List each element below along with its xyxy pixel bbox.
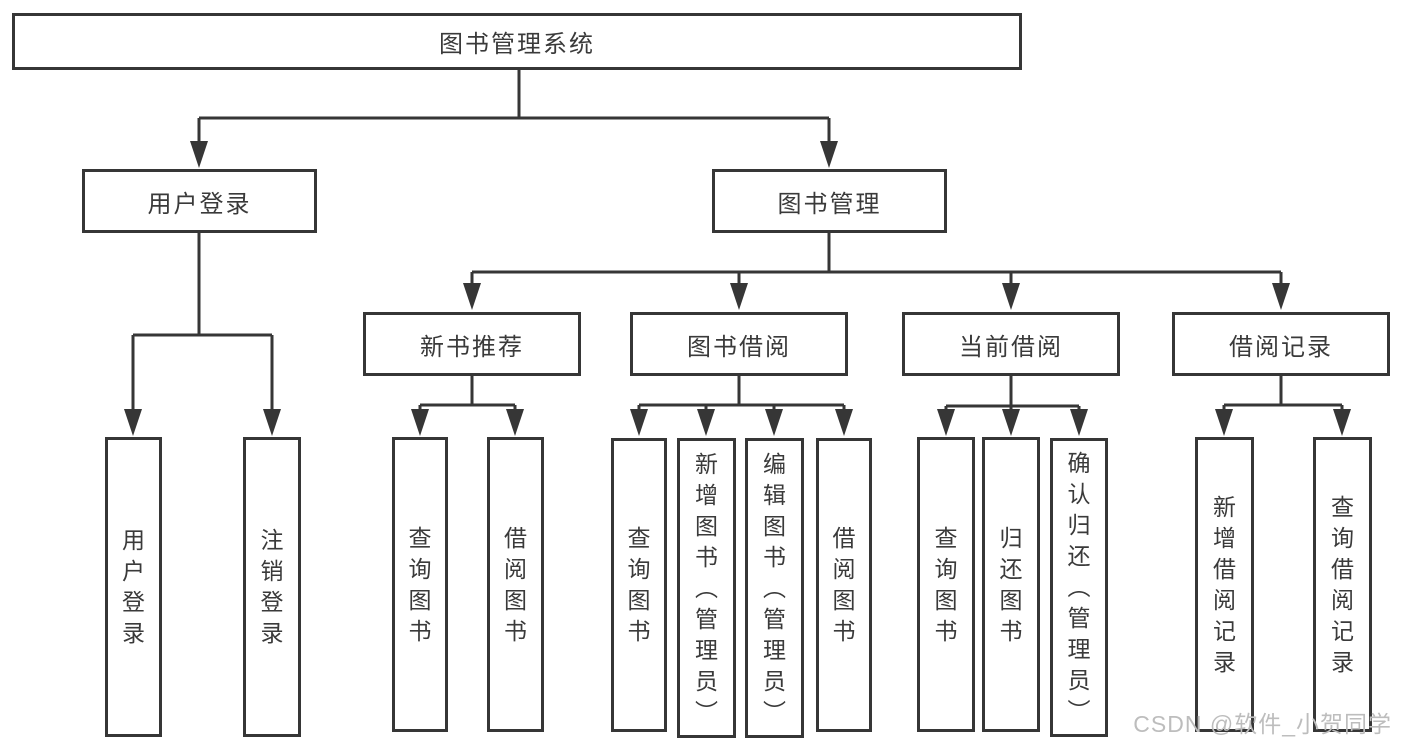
arrowhead — [730, 283, 748, 310]
connector-borrowing-to-leaves — [630, 376, 853, 436]
arrowhead — [263, 409, 281, 436]
leaf-add-book-admin: 新增图书︵管理员︶ — [677, 438, 736, 738]
leaf-query-books-1: 查询图书 — [392, 437, 448, 732]
node-label: 图书管理 — [777, 190, 882, 218]
node-label: 编辑图书︵管理员︶ — [763, 450, 786, 725]
arrowhead — [697, 409, 715, 436]
arrowhead — [630, 409, 648, 436]
arrowhead — [411, 409, 429, 436]
connector-root-to-level2 — [190, 70, 838, 168]
node-borrow-records: 借阅记录 — [1172, 312, 1390, 376]
arrowhead — [506, 409, 524, 436]
connector-records-to-leaves — [1215, 376, 1351, 436]
csdn-watermark: CSDN @软件_小贺同学 — [1133, 711, 1392, 737]
node-label: 用户登录 — [122, 527, 145, 646]
arrowhead — [765, 409, 783, 436]
leaf-query-books-2: 查询图书 — [611, 438, 667, 732]
arrowhead — [820, 141, 838, 168]
node-label: 注销登录 — [260, 527, 284, 646]
arrowhead — [1272, 283, 1290, 310]
arrowhead — [124, 409, 142, 436]
arrowhead — [463, 283, 481, 310]
arrowhead — [835, 409, 853, 436]
connector-mgmt-to-sections — [463, 233, 1290, 310]
leaf-return-book: 归还图书 — [982, 437, 1040, 732]
leaf-user-login: 用户登录 — [105, 437, 162, 737]
node-label: 当前借阅 — [959, 333, 1063, 361]
leaf-query-books-3: 查询图书 — [917, 437, 975, 732]
node-label: 借阅图书 — [832, 525, 856, 644]
node-label: 新书推荐 — [420, 333, 524, 361]
arrowhead — [1333, 409, 1351, 436]
node-label: 借阅图书 — [504, 524, 527, 644]
arrowhead — [1215, 409, 1233, 436]
node-label: 借阅记录 — [1229, 333, 1333, 361]
node-new-book-recommend: 新书推荐 — [363, 312, 581, 376]
arrowhead — [1002, 283, 1020, 310]
node-label: 新增图书︵管理员︶ — [695, 450, 718, 725]
arrowhead — [937, 409, 955, 436]
node-root-system: 图书管理系统 — [12, 13, 1022, 70]
arrowhead — [1002, 409, 1020, 436]
node-label: 查询借阅记录 — [1331, 493, 1354, 675]
leaf-query-borrow-record: 查询借阅记录 — [1313, 437, 1372, 732]
node-user-login-branch: 用户登录 — [82, 169, 317, 233]
leaf-confirm-return-admin: 确认归还︵管理员︶ — [1050, 438, 1108, 737]
connector-login-to-leaves — [124, 233, 281, 436]
connector-current-to-leaves — [937, 376, 1088, 436]
arrowhead — [1070, 409, 1088, 436]
leaf-borrow-books-2: 借阅图书 — [816, 438, 872, 732]
node-book-borrowing: 图书借阅 — [630, 312, 848, 376]
node-label: 查询图书 — [627, 525, 651, 644]
node-label: 图书借阅 — [687, 333, 791, 361]
node-label: 归还图书 — [999, 524, 1023, 644]
node-label: 新增借阅记录 — [1213, 493, 1236, 675]
node-book-management-branch: 图书管理 — [712, 169, 947, 233]
arrowhead — [190, 141, 208, 168]
node-label: 确认归还︵管理员︶ — [1067, 450, 1091, 724]
node-label: 查询图书 — [934, 524, 958, 644]
leaf-logout: 注销登录 — [243, 437, 301, 737]
leaf-add-borrow-record: 新增借阅记录 — [1195, 437, 1254, 732]
node-label: 查询图书 — [408, 524, 432, 644]
node-label: 图书管理系统 — [439, 31, 595, 58]
connector-newbooks-to-leaves — [411, 376, 524, 436]
leaf-edit-book-admin: 编辑图书︵管理员︶ — [745, 438, 804, 738]
node-label: 用户登录 — [147, 190, 252, 218]
leaf-borrow-books-1: 借阅图书 — [487, 437, 544, 732]
node-current-borrowing: 当前借阅 — [902, 312, 1120, 376]
